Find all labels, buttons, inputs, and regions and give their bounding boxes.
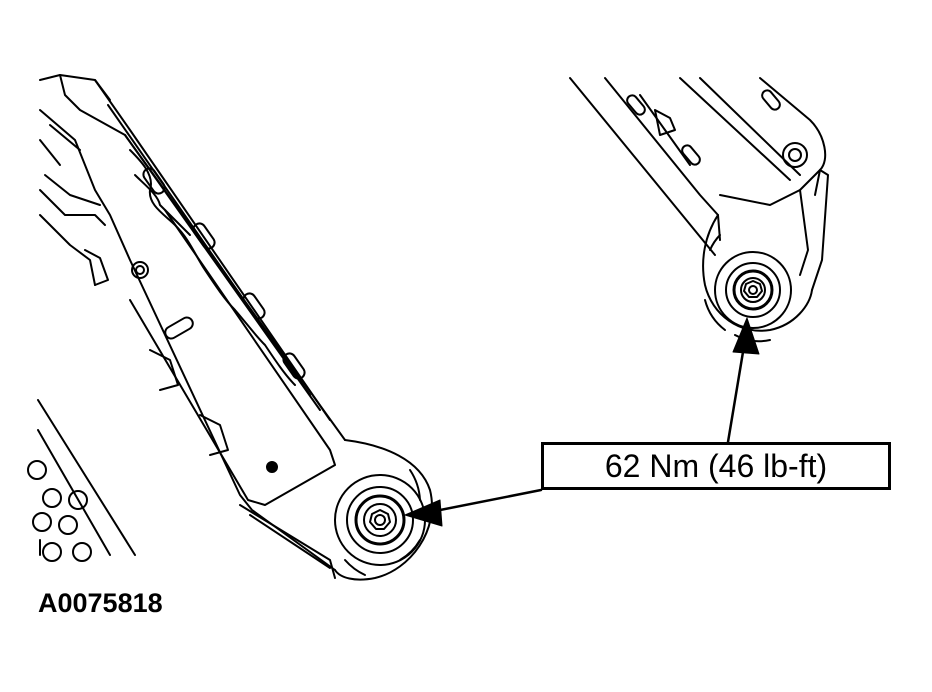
arrowhead-right	[732, 317, 760, 355]
right-arm	[569, 77, 829, 332]
left-arm	[39, 74, 433, 581]
callout-leaders	[428, 338, 747, 514]
arrowhead-left	[404, 499, 443, 527]
frame-panel	[27, 399, 136, 562]
torque-callout-box: 62 Nm (46 lb-ft)	[541, 442, 891, 490]
left-bushing	[334, 469, 426, 576]
figure-id: A0075818	[38, 588, 163, 618]
torque-label: 62 Nm (46 lb-ft)	[604, 447, 828, 484]
